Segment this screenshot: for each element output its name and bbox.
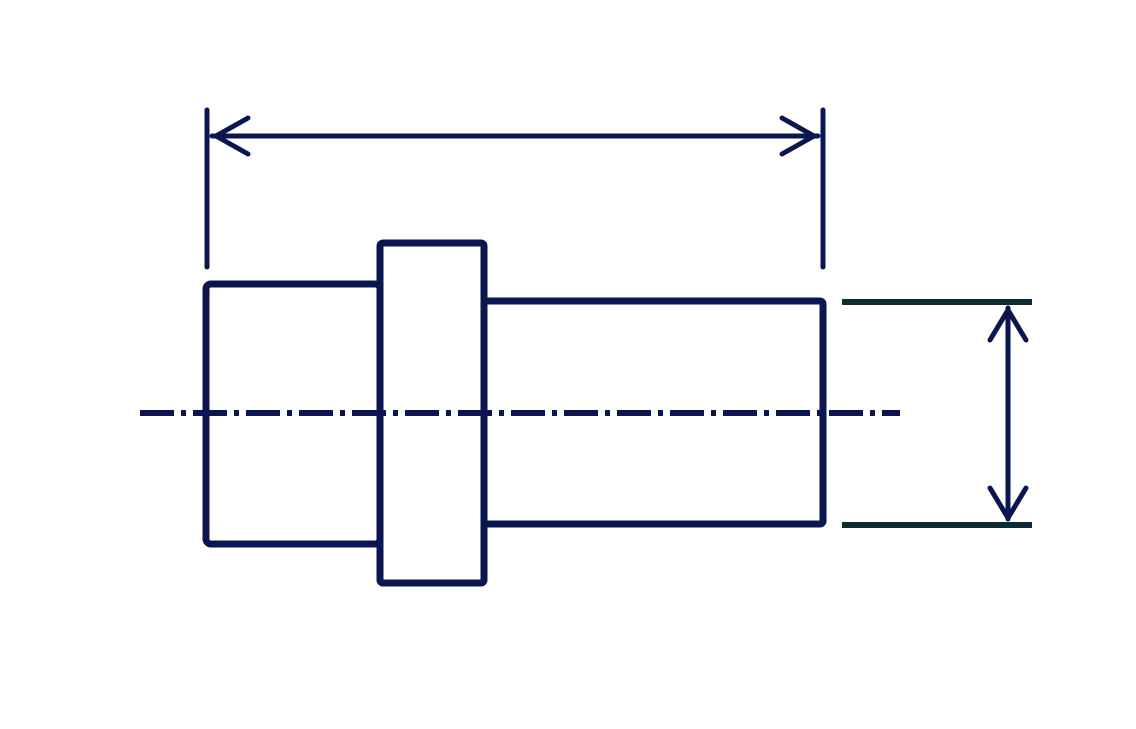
length-arrow-left [213,115,251,157]
diameter-dimension [842,299,1032,528]
length-arrow-right [779,115,817,157]
length-dimension [204,107,826,270]
diameter-arrow-top [987,307,1029,343]
diameter-arrow-bottom [987,485,1029,521]
